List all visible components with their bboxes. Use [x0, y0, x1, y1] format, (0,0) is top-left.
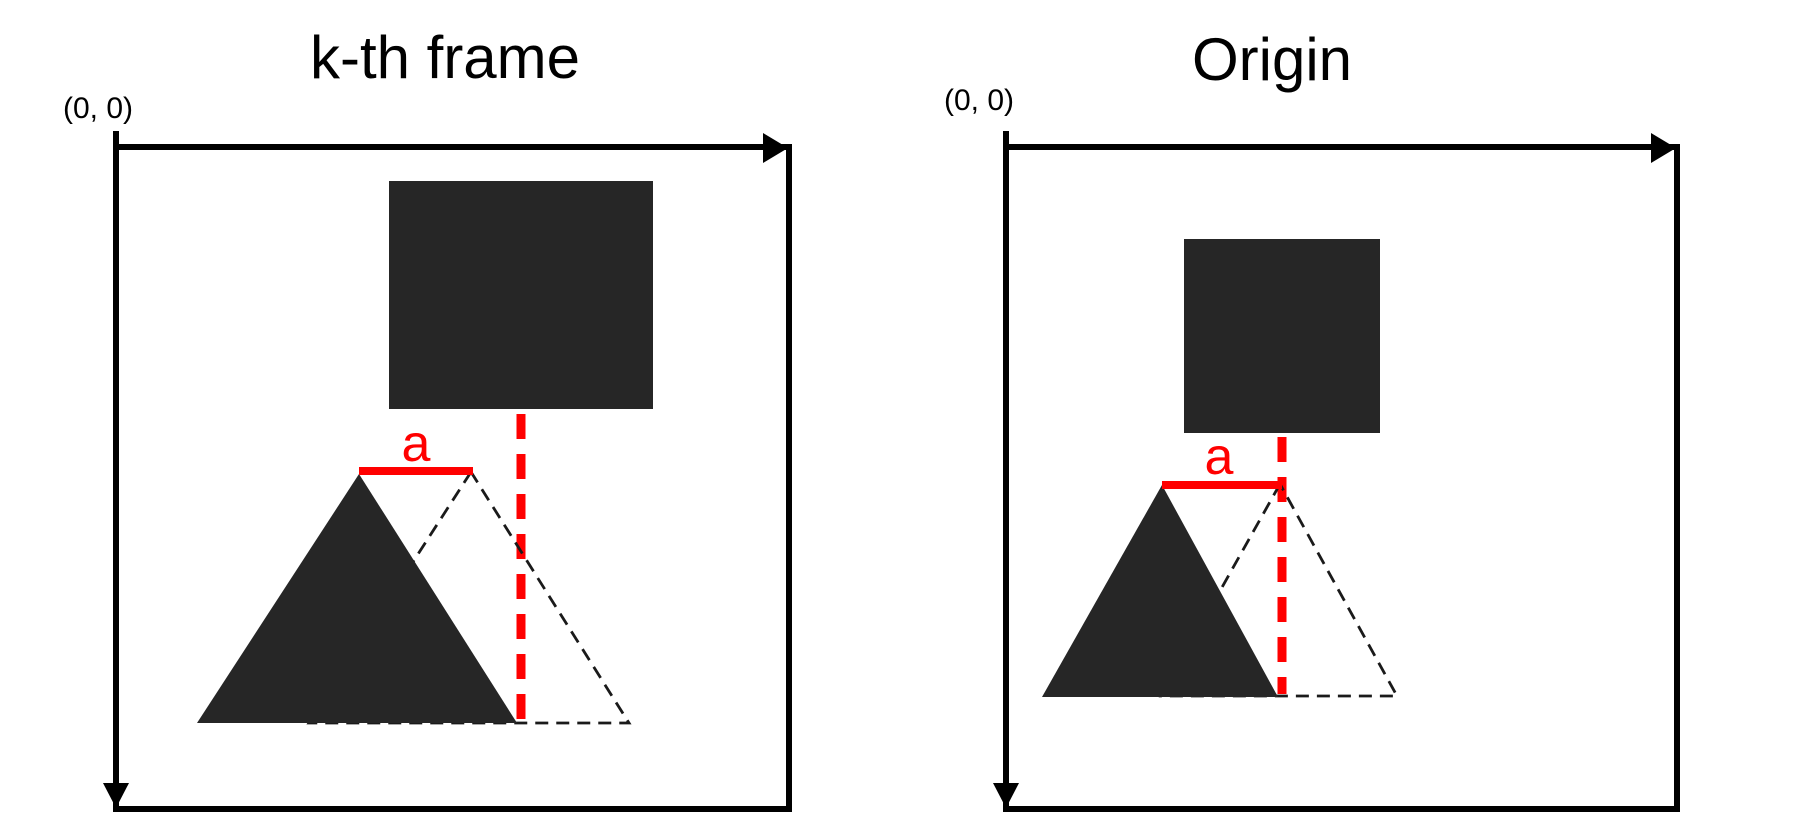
- measure-label-a-right: a: [1205, 428, 1234, 486]
- x-axis-arrow-icon-left: [763, 133, 788, 163]
- panel-title-kth-frame: k-th frame: [310, 24, 580, 91]
- panel-title-origin: Origin: [1192, 26, 1352, 93]
- x-axis-arrow-icon-right: [1651, 133, 1676, 163]
- y-axis-arrow-icon-right: [993, 783, 1019, 808]
- frame-box-left: [113, 144, 792, 812]
- square-object-right: [1184, 239, 1380, 433]
- measure-label-a-left: a: [402, 415, 431, 473]
- ghost-triangle-right: [1158, 481, 1400, 698]
- frame-box-right: [1003, 144, 1680, 812]
- triangle-object-left: [197, 474, 517, 723]
- origin-label-left: (0, 0): [63, 92, 133, 125]
- y-axis-arrow-icon-left: [103, 783, 129, 808]
- panel-kth-frame: k-th frame (0, 0) a: [63, 24, 792, 812]
- panel-origin: Origin (0, 0) a: [944, 26, 1680, 812]
- triangle-object-right: [1042, 485, 1278, 697]
- square-object-left: [389, 181, 653, 409]
- origin-label-right: (0, 0): [944, 84, 1014, 117]
